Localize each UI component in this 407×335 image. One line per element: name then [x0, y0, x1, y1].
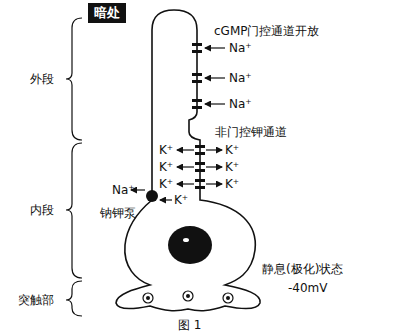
potential-label: -40mV	[288, 281, 328, 295]
pump-label: 钠钾泵	[100, 206, 136, 220]
pump-arrow	[131, 190, 172, 200]
channel-label: cGMP门控通道开放	[214, 24, 320, 38]
k-flow-arrow	[177, 150, 222, 184]
ion-label: K⁺	[225, 160, 239, 174]
nucleus	[168, 226, 212, 264]
na-influx-arrow	[205, 48, 225, 104]
cgmp-channel	[192, 43, 202, 109]
ion-label: Na⁺	[112, 183, 135, 197]
ion-label: K⁺	[225, 143, 239, 157]
condition-text: 暗处	[94, 5, 120, 20]
ion-label: K⁺	[159, 143, 173, 157]
synaptic-vesicle	[143, 291, 233, 303]
brace	[66, 18, 82, 316]
ion-label: Na⁺	[229, 41, 252, 55]
condition-box: 暗处	[88, 3, 126, 23]
segment-label: 外段	[30, 72, 54, 86]
ion-label: K⁺	[159, 177, 173, 191]
k-channel	[195, 145, 205, 189]
cell-membrane	[116, 10, 260, 311]
nucleolus	[183, 238, 189, 242]
na-k-pump	[146, 190, 158, 202]
figure-caption: 图 1	[178, 318, 201, 332]
state-label: 静息(极化)状态	[262, 262, 343, 276]
channel-label: 非门控钾通道	[215, 125, 287, 139]
ion-label: Na⁺	[229, 71, 252, 85]
ion-label: Na⁺	[229, 97, 252, 111]
segment-label: 内段	[30, 203, 54, 217]
ion-label: K⁺	[159, 160, 173, 174]
ion-label: K⁺	[225, 177, 239, 191]
segment-label: 突触部	[18, 293, 54, 307]
ion-label: K⁺	[174, 193, 188, 207]
vesicle-dot	[146, 294, 230, 300]
